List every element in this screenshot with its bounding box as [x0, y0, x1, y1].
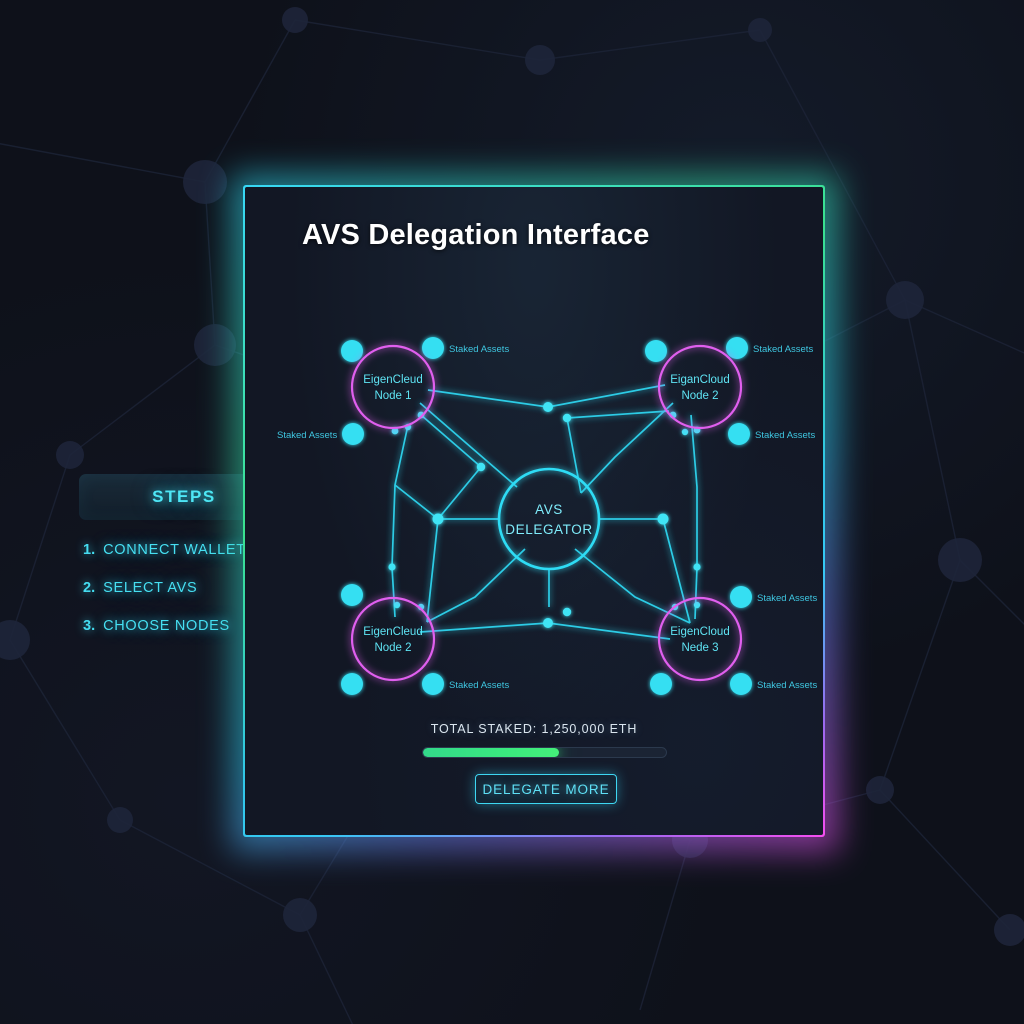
step-number: 3. — [83, 618, 96, 634]
sidebar-item-select-avs[interactable]: 2. SELECT AVS — [79, 580, 289, 596]
node-ring-avs-delegator — [497, 467, 601, 571]
staked-asset-label: Staked Assets — [277, 430, 337, 441]
delegate-more-button[interactable]: DELEGATE MORE — [475, 774, 617, 804]
staked-asset-dot — [730, 673, 752, 695]
staked-asset-label: Staked Assets — [757, 680, 817, 691]
step-label: CHOOSE NODES — [103, 618, 230, 634]
steps-panel-title: STEPS — [152, 487, 216, 506]
node-ring-top-left — [350, 344, 436, 430]
sidebar-item-choose-nodes[interactable]: 3. CHOOSE NODES — [79, 618, 289, 634]
staked-asset-label: Staked Assets — [449, 680, 509, 691]
step-number: 1. — [83, 542, 96, 558]
node-label-top-right-line2: Node 2 — [681, 390, 718, 402]
staked-asset-dot — [422, 337, 444, 359]
step-number: 2. — [83, 580, 96, 596]
node-ring-bottom-right — [657, 596, 743, 682]
node-label-bottom-left-line2: Node 2 — [374, 642, 411, 654]
step-label: CONNECT WALLET — [103, 542, 246, 558]
node-label-avs-delegator-line1: AVS — [535, 502, 563, 517]
staked-asset-dot — [342, 423, 364, 445]
total-staked-label: TOTAL STAKED: 1,250,000 ETH — [430, 722, 638, 736]
delegation-card-inner: AVS Delegation Interface — [245, 187, 823, 835]
staked-asset-dot — [730, 586, 752, 608]
node-label-bottom-right-line1: EigenCloud — [670, 626, 729, 638]
staked-asset-label: Staked Assets — [753, 344, 813, 355]
staked-asset-label: Staked Assets — [757, 593, 817, 604]
staked-asset-label: Staked Assets — [755, 430, 815, 441]
staked-asset-dot — [341, 584, 363, 606]
staked-progress-fill — [423, 748, 560, 757]
step-label: SELECT AVS — [103, 580, 198, 596]
node-label-bottom-right-line2: Nede 3 — [681, 642, 718, 654]
node-label-top-left-line1: EigenCleud — [363, 374, 422, 386]
delegate-more-button-label: DELEGATE MORE — [482, 781, 610, 797]
node-label-avs-delegator-line2: DELEGATOR — [505, 522, 592, 537]
staked-progress-bar — [422, 747, 667, 758]
node-label-bottom-left-line1: EigenCleud — [363, 626, 422, 638]
node-ring-top-right — [657, 344, 743, 430]
staked-asset-dot — [341, 340, 363, 362]
staked-asset-label: Staked Assets — [449, 344, 509, 355]
staked-asset-dot — [341, 673, 363, 695]
node-label-top-right-line1: EiganCloud — [670, 374, 729, 386]
staked-asset-dot — [645, 340, 667, 362]
page-title: AVS Delegation Interface — [302, 219, 650, 251]
node-ring-bottom-left — [350, 596, 436, 682]
staked-asset-dot — [422, 673, 444, 695]
staked-asset-dot — [726, 337, 748, 359]
sidebar-item-connect-wallet[interactable]: 1. CONNECT WALLET — [79, 542, 289, 558]
staked-asset-dot — [728, 423, 750, 445]
delegation-network-graph: EigenCleud Node 1 EiganCloud Node 2 Eige… — [277, 337, 817, 695]
delegation-card: AVS Delegation Interface — [243, 185, 825, 837]
staked-asset-dot — [650, 673, 672, 695]
node-label-top-left-line2: Node 1 — [374, 390, 411, 402]
